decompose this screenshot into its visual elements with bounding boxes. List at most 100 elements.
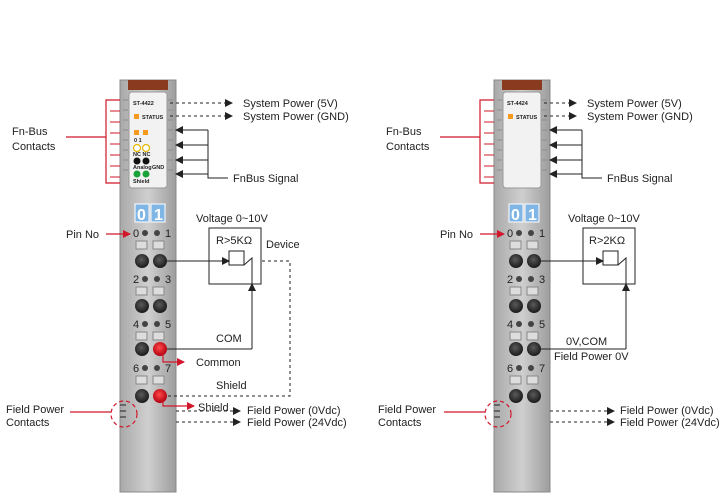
left-slot-7 (152, 375, 165, 385)
left-nc-led-1 (132, 143, 142, 153)
left-module-top-cap (128, 80, 168, 90)
right-pin-3: 3 (539, 274, 545, 286)
left-pin-0: 0 (133, 228, 139, 240)
right-terminal-4 (509, 342, 523, 356)
right-badge-1 (524, 203, 540, 223)
left-pin4-dot (142, 321, 148, 327)
right-housing-ribs (497, 99, 547, 171)
left-fnbus-contacts-2: Contacts (12, 141, 56, 153)
right-pin-5: 5 (539, 319, 545, 331)
left-fnbus-signal: FnBus Signal (233, 173, 298, 185)
right-pin-0: 0 (507, 228, 513, 240)
left-terminal-7 (153, 389, 167, 403)
left-pin-1: 1 (165, 228, 171, 240)
left-com-label: COM (216, 333, 242, 345)
left-field-power-0vdc: Field Power (0Vdc) (247, 405, 341, 417)
right-resistor-label: R>2KΩ (589, 235, 625, 247)
right-slot-1 (526, 240, 539, 250)
left-resistor-label: R>5KΩ (216, 235, 252, 247)
right-pin6-dot (516, 365, 522, 371)
left-nc-led-2 (141, 143, 151, 153)
left-pin-3: 3 (165, 274, 171, 286)
left-field-power-contacts-1: Field Power (6, 404, 64, 416)
left-pin-no: Pin No (66, 229, 99, 241)
right-system-power-5v: System Power (5V) (587, 98, 682, 110)
right-pin-no: Pin No (440, 229, 473, 241)
left-model-label: ST-4422 (133, 101, 154, 107)
left-led-shield-label: Shield (133, 179, 150, 185)
left-terminal-1 (153, 254, 167, 268)
left-analog-led (133, 157, 141, 165)
right-pin-4: 4 (507, 319, 513, 331)
left-badge-0 (134, 203, 150, 223)
right-field-power-0vdc: Field Power (0Vdc) (620, 405, 714, 417)
right-pin2-dot (516, 276, 522, 282)
left-gnd-led (142, 157, 150, 165)
right-slot-7 (526, 375, 539, 385)
left-slot-6 (135, 375, 148, 385)
left-field-power-24vdc: Field Power (24Vdc) (247, 417, 347, 429)
left-pin6-dot (142, 365, 148, 371)
left-device-label: Device (266, 239, 300, 251)
right-terminal-5 (527, 342, 541, 356)
left-shield-label-2: Shield (198, 402, 229, 414)
left-led-analog-label: Analog (133, 165, 152, 171)
right-pin-7: 7 (539, 363, 545, 375)
left-pin0-dot (142, 230, 148, 236)
left-terminal-6 (135, 389, 149, 403)
left-pin-4: 4 (133, 319, 139, 331)
left-badge-1 (150, 203, 166, 223)
right-pin7-dot (528, 365, 534, 371)
right-pin5-dot (528, 321, 534, 327)
left-common-label: Common (196, 357, 241, 369)
right-field-power-24vdc: Field Power (24Vdc) (620, 417, 720, 429)
left-pin-7: 7 (165, 363, 171, 375)
right-pin3-dot (528, 276, 534, 282)
left-field-power-pins (120, 404, 126, 418)
left-badge-digit-0: 0 (137, 207, 146, 224)
left-slot-5 (152, 331, 165, 341)
left-slot-0 (135, 240, 148, 250)
left-terminal-4 (135, 342, 149, 356)
right-model-label: ST-4424 (507, 101, 529, 107)
left-slot-4 (135, 331, 148, 341)
left-voltage-label: Voltage 0~10V (196, 213, 269, 225)
left-pin-2: 2 (133, 274, 139, 286)
right-slot-0 (509, 240, 522, 250)
right-terminal-7 (527, 389, 541, 403)
left-resistor-symbol (228, 250, 245, 266)
left-module: ST-4422 STATUS 0 1 NC NC Analog GND Shie… (110, 79, 177, 493)
right-fnbus-contacts-2: Contacts (386, 141, 430, 153)
right-status-label: STATUS (516, 115, 538, 121)
right-field-power-highlight (484, 400, 512, 428)
left-terminal-5 (153, 342, 167, 356)
left-pin1-dot (154, 230, 160, 236)
right-badge-digit-0: 0 (511, 207, 520, 224)
right-module-top-cap (502, 80, 542, 90)
right-slot-5 (526, 331, 539, 341)
right-com-label: 0V,COM (566, 336, 607, 348)
right-fnbus-contacts-1: Fn-Bus (386, 126, 422, 138)
right-terminal-block: 0 1 2 3 4 5 6 7 (507, 228, 545, 403)
left-badge-digit-1: 1 (154, 207, 163, 224)
right-field-power-0v-label: Field Power 0V (554, 351, 629, 363)
right-terminal-2 (509, 299, 523, 313)
right-terminal-1 (527, 254, 541, 268)
left-system-power-5v: System Power (5V) (243, 98, 338, 110)
left-status-led (134, 114, 139, 119)
right-field-power-contacts-1: Field Power (378, 404, 436, 416)
left-led-nc-label: NC NC (133, 152, 150, 158)
left-pin2-dot (142, 276, 148, 282)
right-resistor-symbol (602, 250, 619, 266)
right-pin4-dot (516, 321, 522, 327)
right-field-power-pins (494, 404, 500, 418)
right-pin1-dot (528, 230, 534, 236)
left-pin3-dot (154, 276, 160, 282)
left-pin7-dot (154, 365, 160, 371)
left-ch0-led (134, 130, 139, 135)
left-led-gnd-label: GND (152, 165, 164, 171)
left-ch1-led (143, 130, 148, 135)
right-slot-3 (526, 286, 539, 296)
right-slot-4 (509, 331, 522, 341)
